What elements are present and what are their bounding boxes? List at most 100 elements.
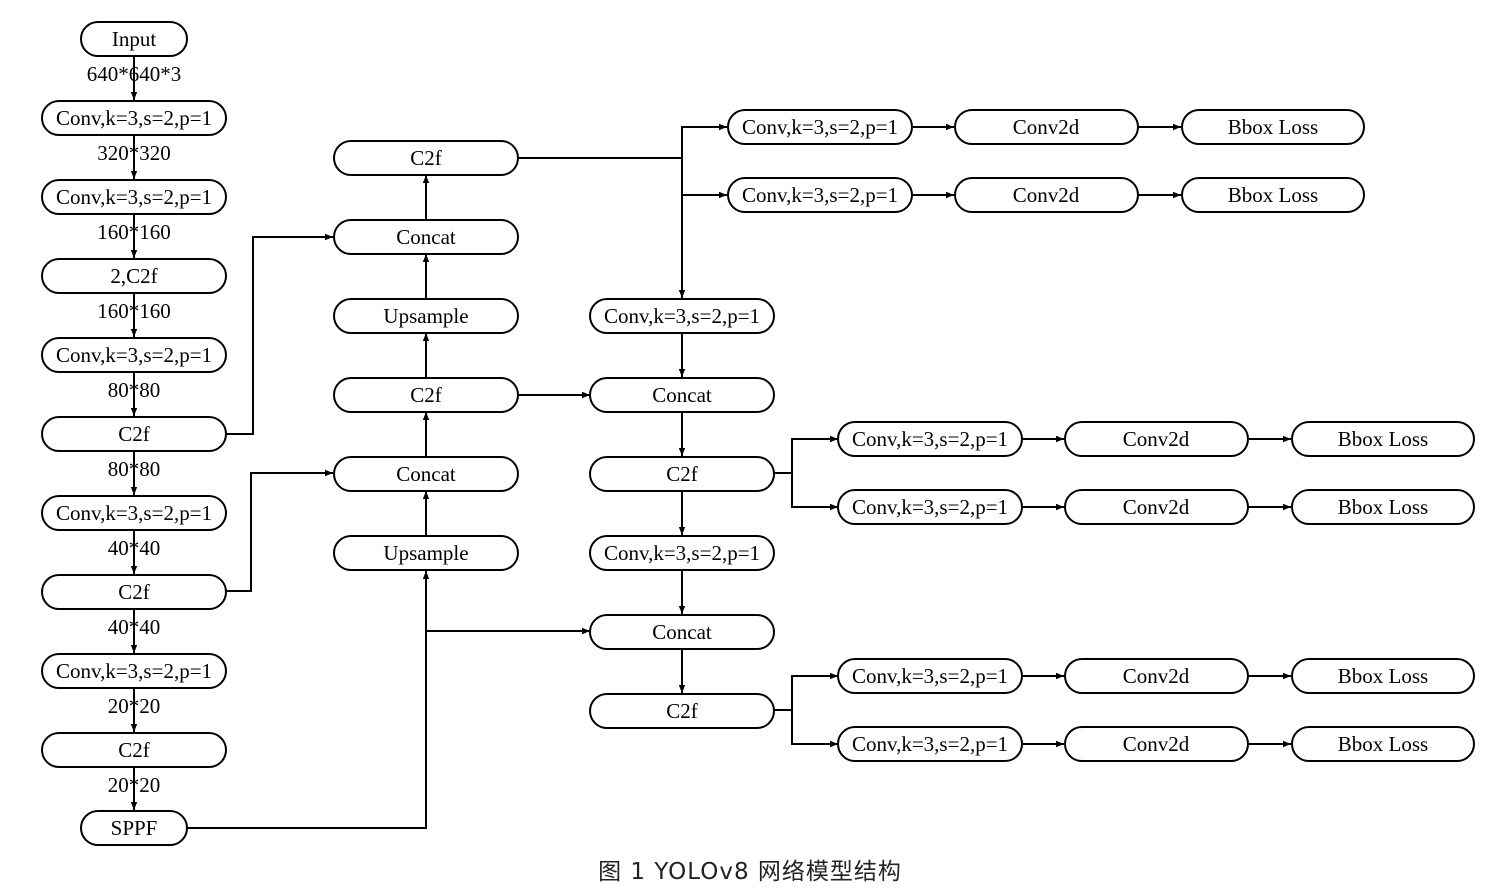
upsample-top-node: Upsample	[333, 298, 519, 334]
concat-pan2-label: Concat	[652, 620, 712, 644]
head5-loss-node: Bbox Loss	[1291, 658, 1475, 694]
head1-conv2d-node: Conv2d	[954, 109, 1139, 145]
head-conv-label: Conv,k=3,s=2,p=1	[852, 495, 1008, 519]
concat-mid-label: Concat	[396, 462, 456, 486]
head-loss-label: Bbox Loss	[1338, 732, 1428, 756]
dim-label: 640*640*3	[87, 62, 182, 86]
c2f1-node: 2,C2f	[41, 258, 227, 294]
head-conv-label: Conv,k=3,s=2,p=1	[852, 664, 1008, 688]
c2f-mid-label: C2f	[410, 383, 442, 407]
conv1-node: Conv,k=3,s=2,p=1	[41, 100, 227, 136]
c2f-pan1-node: C2f	[589, 456, 775, 492]
neck: C2f Concat Upsample C2f Concat Upsample …	[333, 140, 775, 729]
conv1-label: Conv,k=3,s=2,p=1	[56, 106, 212, 130]
c2f-top-node: C2f	[333, 140, 519, 176]
input-label: Input	[112, 27, 156, 51]
head-conv2d-label: Conv2d	[1013, 183, 1080, 207]
head3-conv-node: Conv,k=3,s=2,p=1	[837, 421, 1023, 457]
conv5-node: Conv,k=3,s=2,p=1	[41, 653, 227, 689]
figure-caption: 图 1 YOLOv8 网络模型结构	[598, 859, 902, 885]
c2f-pan2-label: C2f	[666, 699, 698, 723]
conv3-label: Conv,k=3,s=2,p=1	[56, 343, 212, 367]
head-conv2d-label: Conv2d	[1123, 427, 1190, 451]
edge-head6	[791, 710, 838, 748]
head2-conv2d-node: Conv2d	[954, 177, 1139, 213]
concat-pan1-node: Concat	[589, 377, 775, 413]
head3-loss-node: Bbox Loss	[1291, 421, 1475, 457]
head-loss-label: Bbox Loss	[1228, 115, 1318, 139]
head3-conv2d-node: Conv2d	[1064, 421, 1249, 457]
dim-label: 20*20	[108, 773, 161, 797]
edge-head1	[681, 123, 727, 158]
head6-loss-node: Bbox Loss	[1291, 726, 1475, 762]
c2f1-label: 2,C2f	[110, 264, 157, 288]
conv2-node: Conv,k=3,s=2,p=1	[41, 179, 227, 215]
conv-pan2-node: Conv,k=3,s=2,p=1	[589, 535, 775, 571]
concat-pan2-node: Concat	[589, 614, 775, 650]
conv3-node: Conv,k=3,s=2,p=1	[41, 337, 227, 373]
conv-pan1-node: Conv,k=3,s=2,p=1	[589, 298, 775, 334]
head-conv2d-label: Conv2d	[1123, 732, 1190, 756]
conv4-node: Conv,k=3,s=2,p=1	[41, 495, 227, 531]
head-conv-label: Conv,k=3,s=2,p=1	[742, 115, 898, 139]
head4-conv2d-node: Conv2d	[1064, 489, 1249, 525]
edge-head4	[791, 473, 838, 511]
head-loss-label: Bbox Loss	[1338, 495, 1428, 519]
dim-label: 320*320	[97, 141, 171, 165]
c2f2-label: C2f	[118, 422, 150, 446]
head-conv-label: Conv,k=3,s=2,p=1	[742, 183, 898, 207]
head-conv2d-label: Conv2d	[1123, 664, 1190, 688]
head4-conv-node: Conv,k=3,s=2,p=1	[837, 489, 1023, 525]
c2f4-node: C2f	[41, 732, 227, 768]
dim-label: 40*40	[108, 615, 161, 639]
c2f4-label: C2f	[118, 738, 150, 762]
head-conv-label: Conv,k=3,s=2,p=1	[852, 427, 1008, 451]
dim-label: 160*160	[97, 220, 171, 244]
c2f-mid-node: C2f	[333, 377, 519, 413]
head4-loss-node: Bbox Loss	[1291, 489, 1475, 525]
head-loss-label: Bbox Loss	[1338, 427, 1428, 451]
edge-head5	[774, 672, 838, 711]
c2f3-node: C2f	[41, 574, 227, 610]
conv5-label: Conv,k=3,s=2,p=1	[56, 659, 212, 683]
heads: Conv,k=3,s=2,p=1 Conv2d Bbox Loss Conv,k…	[727, 109, 1475, 762]
conv-pan1-label: Conv,k=3,s=2,p=1	[604, 304, 760, 328]
dim-label: 160*160	[97, 299, 171, 323]
upsample-low-label: Upsample	[383, 541, 468, 565]
dim-label: 20*20	[108, 694, 161, 718]
concat-top-node: Concat	[333, 219, 519, 255]
c2f3-label: C2f	[118, 580, 150, 604]
head5-conv-node: Conv,k=3,s=2,p=1	[837, 658, 1023, 694]
edge-sppf-upsample	[187, 571, 430, 829]
dim-label: 80*80	[108, 378, 161, 402]
dim-label: 40*40	[108, 536, 161, 560]
head-loss-label: Bbox Loss	[1338, 664, 1428, 688]
c2f-pan2-node: C2f	[589, 693, 775, 729]
upsample-top-label: Upsample	[383, 304, 468, 328]
backbone: Input 640*640*3 Conv,k=3,s=2,p=1 320*320…	[41, 21, 227, 846]
head1-conv-node: Conv,k=3,s=2,p=1	[727, 109, 913, 145]
concat-top-label: Concat	[396, 225, 456, 249]
edges	[130, 56, 1291, 829]
edge-c2f2-concat-top	[226, 233, 333, 435]
concat-mid-node: Concat	[333, 456, 519, 492]
edge-c2f3-concat-mid	[226, 469, 333, 592]
head-conv2d-label: Conv2d	[1123, 495, 1190, 519]
c2f-top-label: C2f	[410, 146, 442, 170]
upsample-low-node: Upsample	[333, 535, 519, 571]
sppf-label: SPPF	[111, 816, 158, 840]
head-loss-label: Bbox Loss	[1228, 183, 1318, 207]
head5-conv2d-node: Conv2d	[1064, 658, 1249, 694]
head6-conv-node: Conv,k=3,s=2,p=1	[837, 726, 1023, 762]
dim-label: 80*80	[108, 457, 161, 481]
head6-conv2d-node: Conv2d	[1064, 726, 1249, 762]
head2-conv-node: Conv,k=3,s=2,p=1	[727, 177, 913, 213]
head2-loss-node: Bbox Loss	[1181, 177, 1365, 213]
conv4-label: Conv,k=3,s=2,p=1	[56, 501, 212, 525]
yolov8-diagram: Input 640*640*3 Conv,k=3,s=2,p=1 320*320…	[41, 21, 1475, 846]
head-conv-label: Conv,k=3,s=2,p=1	[852, 732, 1008, 756]
head-conv2d-label: Conv2d	[1013, 115, 1080, 139]
sppf-node: SPPF	[80, 810, 188, 846]
head1-loss-node: Bbox Loss	[1181, 109, 1365, 145]
c2f-pan1-label: C2f	[666, 462, 698, 486]
